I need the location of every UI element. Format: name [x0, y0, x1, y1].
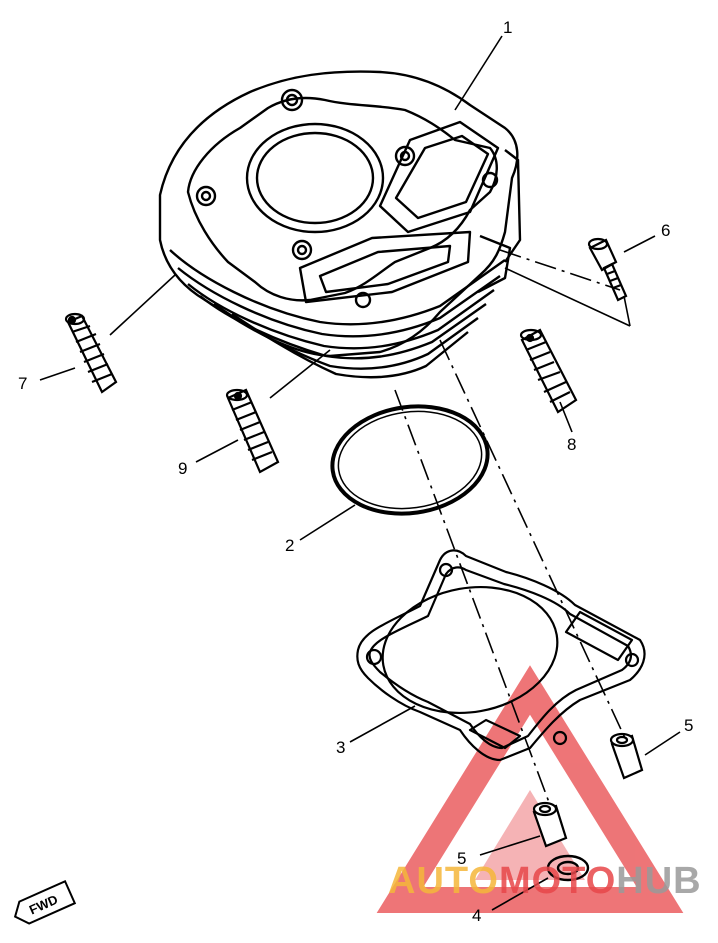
watermark-hub: HUB: [616, 860, 701, 902]
callout-3: 3: [336, 738, 345, 757]
callout-8: 8: [567, 435, 576, 454]
watermark-text: AUTOMOTOHUB: [388, 860, 702, 902]
washer-4: [546, 854, 590, 882]
watermark-moto: MOTO: [499, 860, 616, 902]
callout-1: 1: [503, 18, 512, 37]
callout-labels: 1 2 3 4 5 5 6 7 8 9: [18, 18, 693, 925]
dowel-pin-9: [225, 388, 280, 474]
callout-5-right: 5: [684, 716, 693, 735]
dowel-sleeve-5-right: [609, 732, 644, 780]
callout-9: 9: [178, 459, 187, 478]
callout-6: 6: [661, 221, 670, 240]
dowel-sleeve-5-bottom: [532, 801, 568, 848]
svg-text:AUTOMOTOHUB: AUTOMOTOHUB: [388, 860, 702, 902]
dowel-pin-8: [519, 328, 578, 414]
callout-5-bottom: 5: [457, 849, 466, 868]
bolt-6: [587, 237, 628, 302]
fwd-arrow-badge: FWD: [13, 879, 77, 925]
o-ring: [330, 404, 490, 516]
callout-4: 4: [472, 906, 481, 925]
callout-7: 7: [18, 374, 27, 393]
assembly-lines: [394, 249, 626, 806]
callout-2: 2: [285, 536, 294, 555]
cylinder-block: [158, 70, 522, 379]
dowel-pin-7: [64, 312, 118, 394]
leader-lines: [39, 35, 681, 911]
base-gasket: [356, 549, 646, 762]
watermark-auto: AUTO: [388, 860, 499, 902]
